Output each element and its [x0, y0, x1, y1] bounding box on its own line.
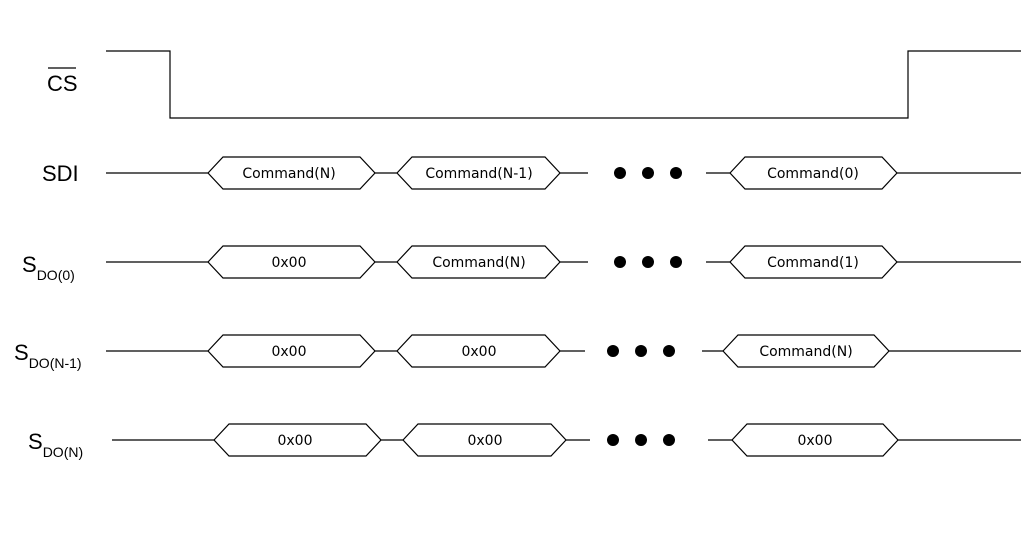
sdon-label: SDO(N) — [28, 429, 83, 460]
sdo0-segment-2-text: Command(N) — [432, 255, 525, 271]
sdi-label: SDI — [42, 161, 79, 186]
sdo0-ellipsis-dot — [670, 256, 682, 268]
sdi-segment-2-text: Command(N-1) — [425, 166, 532, 182]
sdo0-label-subscript: DO(0) — [37, 267, 75, 283]
sdo0-label-main: S — [22, 252, 37, 277]
sdi-ellipsis-dot — [642, 167, 654, 179]
sdi-signal-row: SDI Command(N) Command(N-1) Command(0) — [42, 156, 1021, 190]
sdon-segment-2-text: 0x00 — [467, 433, 502, 449]
sdo0-segment-1-text: 0x00 — [271, 255, 306, 271]
sdi-segment-3-text: Command(0) — [767, 166, 859, 182]
sdo0-segment-3-text: Command(1) — [767, 255, 859, 271]
sdon1-segment-2-text: 0x00 — [461, 344, 496, 360]
sdon1-label: SDO(N-1) — [14, 340, 82, 371]
sdon1-segment-3-text: Command(N) — [759, 344, 852, 360]
sdon-segment-1-text: 0x00 — [277, 433, 312, 449]
cs-waveform — [106, 50, 1021, 119]
cs-signal-row: CS — [47, 50, 1021, 119]
sdon-ellipsis-dot — [607, 434, 619, 446]
sdo0-label: SDO(0) — [22, 252, 75, 283]
sdon-signal-row: SDO(N) 0x00 0x00 0x00 — [28, 423, 1021, 460]
sdon1-ellipsis-dot — [635, 345, 647, 357]
sdon-segment-3-text: 0x00 — [797, 433, 832, 449]
sdo0-signal-row: SDO(0) 0x00 Command(N) Command(1) — [22, 245, 1021, 283]
sdon1-label-subscript: DO(N-1) — [29, 355, 82, 371]
cs-label-text: CS — [47, 71, 78, 96]
sdi-segment-1-text: Command(N) — [242, 166, 335, 182]
sdon1-signal-row: SDO(N-1) 0x00 0x00 Command(N) — [14, 334, 1021, 371]
sdon1-ellipsis-dot — [607, 345, 619, 357]
sdon1-ellipsis-dot — [663, 345, 675, 357]
sdon-ellipsis-dot — [635, 434, 647, 446]
sdon-ellipsis-dot — [663, 434, 675, 446]
cs-label: CS — [47, 67, 78, 96]
sdo0-ellipsis-dot — [642, 256, 654, 268]
sdon-label-subscript: DO(N) — [43, 444, 83, 460]
sdon1-label-main: S — [14, 340, 29, 365]
sdi-ellipsis-dot — [670, 167, 682, 179]
sdon1-segment-1-text: 0x00 — [271, 344, 306, 360]
sdi-ellipsis-dot — [614, 167, 626, 179]
sdo0-ellipsis-dot — [614, 256, 626, 268]
sdon-label-main: S — [28, 429, 43, 454]
